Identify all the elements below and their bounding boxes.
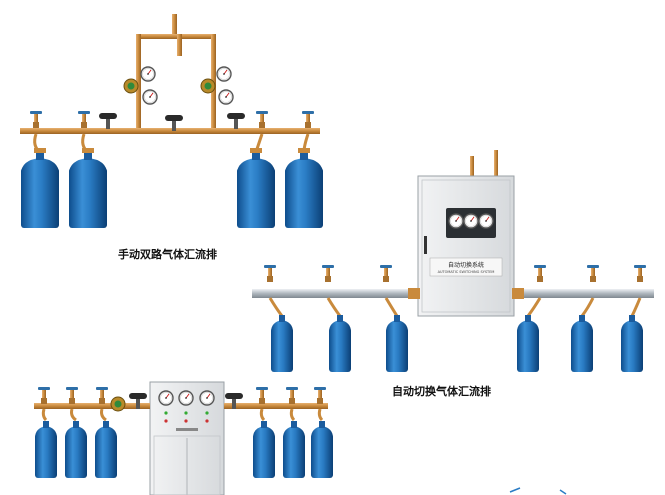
gas-cylinder-icon [571,315,593,372]
manual-dual-manifold [20,14,323,228]
gas-cylinder-icon [271,315,293,372]
gas-cylinder-icon [311,421,333,478]
pressure-gauge-icon [216,66,232,82]
control-cabinet-icon [417,175,515,317]
decor-mark [559,489,567,495]
right-header [514,289,654,298]
header-pipe [20,128,320,134]
gas-cylinder-icon [21,148,59,228]
pressure-gauge-icon [142,89,158,105]
inlet-pipe [172,14,177,36]
bottom-manifold [34,381,333,495]
gas-cylinder-icon [517,315,539,372]
gas-cylinder-icon [285,148,323,228]
gas-cylinder-icon [69,148,107,228]
valve-handwheel-icon [227,113,245,129]
gas-cylinder-icon [386,315,408,372]
gas-cylinder-icon [329,315,351,372]
gas-cylinder-icon [35,421,57,478]
cabinet-subtitle: AUTOMATIC SWITCHING SYSTEM [438,270,495,274]
pressure-gauge-icon [218,89,234,105]
auto-switch-manifold: 自动切换系统 AUTOMATIC SWITCHING SYSTEM [252,150,654,372]
caption-auto-switch: 自动切换气体汇流排 [392,385,491,398]
decor-mark [509,487,521,493]
gas-cylinder-icon [253,421,275,478]
cabinet-title: 自动切换系统 [448,261,484,269]
left-header [252,289,418,298]
regulator-icon [200,78,216,94]
gas-cylinder-icon [283,421,305,478]
pressure-gauge-icon [140,66,156,82]
gas-cylinder-icon [237,148,275,228]
gas-cylinder-icon [65,421,87,478]
gas-cylinder-icon [95,421,117,478]
gas-cylinder-icon [621,315,643,372]
caption-manual-dual: 手动双路气体汇流排 [118,248,217,261]
regulator-icon [123,78,139,94]
valve-handwheel-icon [99,113,117,129]
